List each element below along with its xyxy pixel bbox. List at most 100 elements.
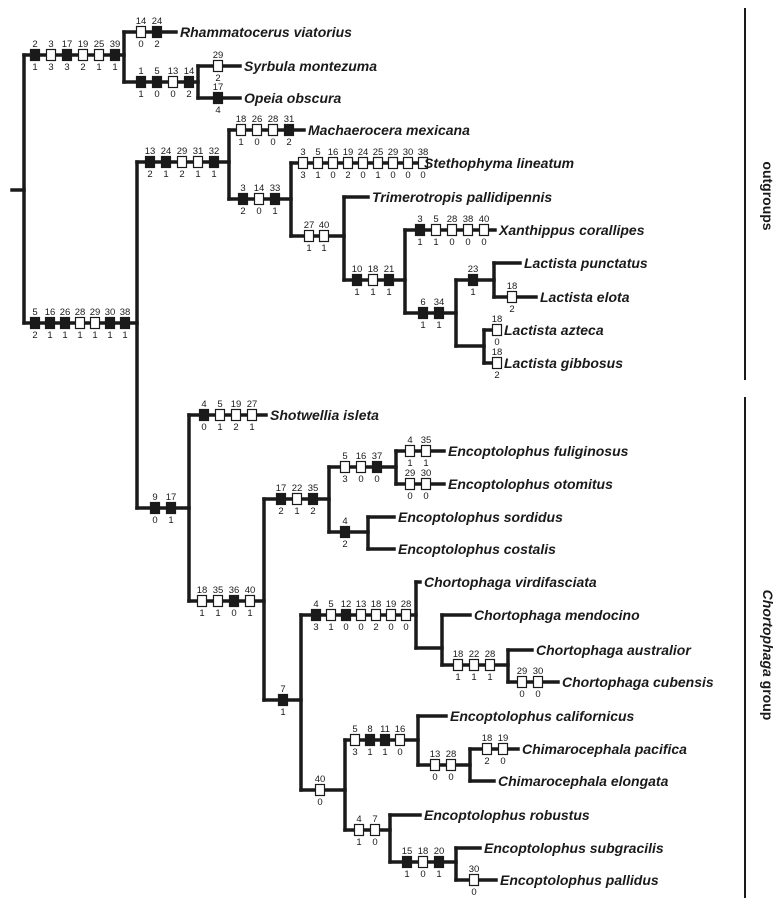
taxon-chortophaga-cubensis: Chortophaga cubensis <box>562 674 714 690</box>
character-number: 28 <box>75 307 86 318</box>
character-state: 1 <box>280 707 285 718</box>
open-marker <box>314 783 326 797</box>
character-state: 0 <box>388 622 393 633</box>
taxon-lactista-punctatus: Lactista punctatus <box>524 255 648 271</box>
filled-marker <box>119 316 131 330</box>
open-marker <box>355 460 367 474</box>
character-mark-outgroup-clade-1-39: 391 <box>110 39 121 73</box>
character-state: 0 <box>358 474 363 485</box>
character-number: 4 <box>407 435 412 446</box>
character-state: 1 <box>420 320 425 331</box>
filled-marker <box>401 855 413 869</box>
open-marker <box>497 742 509 756</box>
open-marker <box>417 855 429 869</box>
character-mark-subgracilis-pallidus-20: 201 <box>434 846 445 880</box>
character-state: 1 <box>470 287 475 298</box>
character-number: 30 <box>469 864 480 875</box>
character-number: 29 <box>517 666 528 677</box>
character-state: 2 <box>215 73 220 84</box>
character-mark-xanthippus-corallipes-38: 380 <box>463 214 474 248</box>
taxon-chimarocephala-pacifica: Chimarocephala pacifica <box>522 741 687 757</box>
open-marker <box>251 123 263 137</box>
character-state: 1 <box>138 89 143 100</box>
character-state: 0 <box>448 772 453 783</box>
open-marker <box>77 48 89 62</box>
character-state: 1 <box>321 243 326 254</box>
character-state: 3 <box>313 622 318 633</box>
open-marker <box>420 444 432 458</box>
character-number: 14 <box>136 16 147 27</box>
filled-marker <box>379 733 391 747</box>
character-mark-encoptolophus-chortophaga-36: 360 <box>229 585 240 619</box>
taxon-chortophaga-mendocino: Chortophaga mendocino <box>474 607 640 623</box>
character-mark-rhammatocerus-viatorius-14: 140 <box>136 16 147 50</box>
character-number: 5 <box>352 724 357 735</box>
character-state: 3 <box>300 170 305 181</box>
character-number: 37 <box>372 451 383 462</box>
filled-marker <box>339 525 351 539</box>
character-state: 1 <box>92 330 97 341</box>
character-number: 5 <box>217 399 222 410</box>
character-number: 28 <box>485 649 496 660</box>
character-number: 26 <box>60 307 71 318</box>
character-state: 0 <box>535 689 540 700</box>
open-marker <box>481 742 493 756</box>
character-mark-sordidus-costalis-4: 42 <box>339 516 351 550</box>
character-state: 0 <box>407 491 412 502</box>
character-number: 13 <box>356 599 367 610</box>
character-number: 27 <box>304 220 315 231</box>
character-mark-robustus-clade-7: 70 <box>369 814 381 848</box>
character-state: 1 <box>433 237 438 248</box>
character-state: 0 <box>372 837 377 848</box>
character-mark-stethophyma-oedipodinae-14: 140 <box>254 183 265 217</box>
character-markers: 2133173192251391140242115013014229217452… <box>29 16 543 898</box>
character-mark-outgroup-clade-1-17: 173 <box>62 39 73 73</box>
character-state: 2 <box>286 137 291 148</box>
character-state: 0 <box>405 170 410 181</box>
character-state: 3 <box>64 62 69 73</box>
open-marker <box>196 594 208 608</box>
filled-marker <box>59 316 71 330</box>
character-number: 31 <box>193 146 204 157</box>
character-number: 8 <box>367 724 372 735</box>
character-state: 0 <box>330 170 335 181</box>
character-state: 2 <box>186 89 191 100</box>
character-mark-sordidus-clade-35: 352 <box>308 483 319 517</box>
character-number: 31 <box>284 114 295 125</box>
character-state: 1 <box>382 747 387 758</box>
character-state: 1 <box>247 608 252 619</box>
character-number: 14 <box>184 66 195 77</box>
character-state: 1 <box>249 422 254 433</box>
taxon-lactista-gibbosus: Lactista gibbosus <box>504 355 623 371</box>
open-marker <box>45 48 57 62</box>
character-number: 13 <box>168 66 179 77</box>
character-number: 25 <box>373 147 384 158</box>
character-state: 1 <box>370 287 375 298</box>
character-state: 0 <box>471 887 476 898</box>
open-marker <box>491 356 503 370</box>
character-number: 16 <box>395 724 406 735</box>
taxon-shotwellia-isleta: Shotwellia isleta <box>270 407 379 423</box>
taxon-stethophyma-lineatum: Stethophyma lineatum <box>424 155 574 171</box>
character-mark-upper-outgroup-clade-29: 292 <box>177 146 188 180</box>
character-state: 1 <box>375 170 380 181</box>
filled-marker <box>183 75 195 89</box>
character-number: 19 <box>386 599 397 610</box>
character-mark-encoptolophus-chortophaga-18: 181 <box>197 585 208 619</box>
character-state: 3 <box>352 747 357 758</box>
chortophaga-group-label-genus: Chortophaga <box>760 590 774 677</box>
character-mark-stethophyma-lineatum-16: 160 <box>328 147 339 181</box>
filled-marker <box>61 48 73 62</box>
character-number: 35 <box>421 435 432 446</box>
character-mark-chimarocephala-pacifica-18: 182 <box>482 733 493 767</box>
filled-marker <box>237 192 249 206</box>
character-state: 2 <box>154 39 159 50</box>
filled-marker <box>208 155 220 169</box>
character-state: 3 <box>342 474 347 485</box>
character-number: 24 <box>358 147 369 158</box>
character-state: 2 <box>80 62 85 73</box>
character-number: 22 <box>292 483 303 494</box>
character-mark-xanthippus-corallipes-5: 51 <box>430 214 442 248</box>
character-state: 2 <box>240 206 245 217</box>
character-mark-ingroup-clade-38: 381 <box>120 307 131 341</box>
